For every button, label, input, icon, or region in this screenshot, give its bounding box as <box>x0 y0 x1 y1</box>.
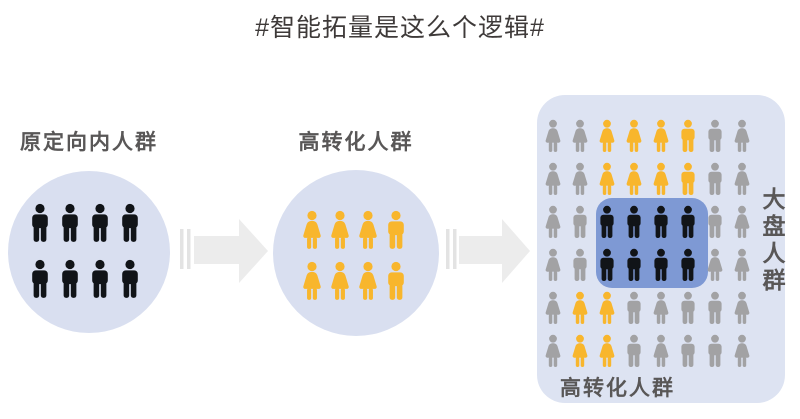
person-black-male-icon <box>680 248 695 281</box>
person-gray-female-icon <box>707 248 722 281</box>
person-black-male-icon <box>62 203 78 242</box>
person-gray-female-icon <box>734 162 749 195</box>
market-converted-label: 高转化人群 <box>560 377 675 400</box>
person-black-male-icon <box>122 259 138 298</box>
person-gray-female-icon <box>545 205 560 238</box>
person-black-male-icon <box>680 205 695 238</box>
person-gray-female-icon <box>545 334 560 367</box>
person-yellow-female-icon <box>653 162 668 195</box>
person-black-male-icon <box>653 205 668 238</box>
person-black-male-icon <box>92 259 108 298</box>
converted-audience-circle <box>273 170 439 336</box>
person-yellow-female-icon <box>599 119 614 152</box>
person-gray-male-icon <box>572 248 587 281</box>
person-yellow-female-icon <box>303 261 321 300</box>
person-yellow-female-icon <box>626 119 641 152</box>
person-gray-female-icon <box>572 119 587 152</box>
people-row <box>298 210 410 250</box>
people-row <box>25 259 145 299</box>
person-gray-male-icon <box>680 291 695 324</box>
person-black-male-icon <box>32 259 48 298</box>
person-yellow-female-icon <box>599 334 614 367</box>
page-title: #智能拓量是这么个逻辑# <box>255 14 545 42</box>
original-audience-label: 原定向内人群 <box>20 131 158 154</box>
person-gray-female-icon <box>734 334 749 367</box>
person-black-male-icon <box>626 205 641 238</box>
arrow-right-icon <box>180 219 268 283</box>
people-row <box>539 290 755 326</box>
person-yellow-female-icon <box>572 334 587 367</box>
person-black-male-icon <box>653 248 668 281</box>
person-black-male-icon <box>62 259 78 298</box>
person-yellow-female-icon <box>599 162 614 195</box>
person-gray-female-icon <box>734 119 749 152</box>
person-gray-male-icon <box>707 162 722 195</box>
people-row <box>298 261 410 301</box>
people-row <box>539 118 755 154</box>
person-gray-female-icon <box>545 248 560 281</box>
people-row <box>539 204 755 240</box>
original-audience-circle <box>8 171 170 333</box>
person-yellow-female-icon <box>572 291 587 324</box>
person-gray-male-icon <box>626 291 641 324</box>
people-row <box>25 203 145 243</box>
person-yellow-female-icon <box>359 261 377 300</box>
arrow-right-icon <box>446 219 530 283</box>
converted-audience-label: 高转化人群 <box>298 131 414 154</box>
people-row <box>539 161 755 197</box>
person-black-male-icon <box>599 248 614 281</box>
person-gray-male-icon <box>680 334 695 367</box>
person-gray-female-icon <box>734 248 749 281</box>
person-yellow-male-icon <box>680 162 695 195</box>
people-row <box>539 247 755 283</box>
person-gray-female-icon <box>653 291 668 324</box>
person-yellow-female-icon <box>653 119 668 152</box>
people-row <box>539 333 755 369</box>
person-gray-female-icon <box>572 162 587 195</box>
person-yellow-female-icon <box>303 210 321 249</box>
person-black-male-icon <box>92 203 108 242</box>
person-gray-male-icon <box>707 205 722 238</box>
person-gray-male-icon <box>626 334 641 367</box>
original-audience-people <box>25 203 145 299</box>
person-gray-female-icon <box>545 291 560 324</box>
person-black-male-icon <box>32 203 48 242</box>
person-yellow-male-icon <box>388 261 404 300</box>
person-gray-male-icon <box>572 205 587 238</box>
person-yellow-female-icon <box>359 210 377 249</box>
person-black-male-icon <box>599 205 614 238</box>
person-yellow-female-icon <box>331 210 349 249</box>
person-yellow-female-icon <box>626 162 641 195</box>
person-yellow-male-icon <box>680 119 695 152</box>
person-gray-female-icon <box>545 162 560 195</box>
person-gray-female-icon <box>734 205 749 238</box>
person-yellow-male-icon <box>388 210 404 249</box>
converted-audience-people <box>298 210 410 301</box>
person-black-male-icon <box>122 203 138 242</box>
person-black-male-icon <box>626 248 641 281</box>
person-gray-female-icon <box>653 334 668 367</box>
person-yellow-female-icon <box>331 261 349 300</box>
market-audience-panel: 大盘人群 高转化人群 <box>537 95 785 403</box>
person-gray-female-icon <box>734 291 749 324</box>
person-gray-male-icon <box>707 291 722 324</box>
person-gray-male-icon <box>707 119 722 152</box>
market-audience-people <box>539 118 755 369</box>
market-audience-label: 大盘人群 <box>759 187 785 295</box>
person-gray-female-icon <box>545 119 560 152</box>
person-yellow-female-icon <box>599 291 614 324</box>
person-gray-male-icon <box>707 334 722 367</box>
